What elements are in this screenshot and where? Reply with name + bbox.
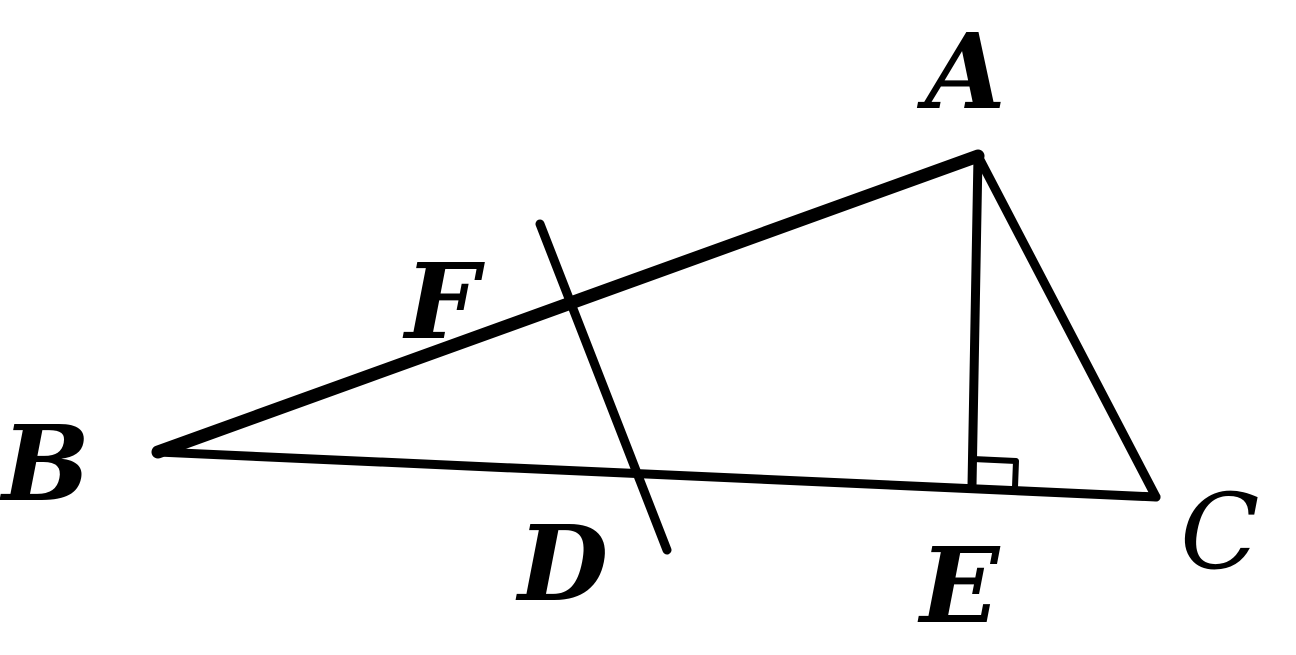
label-e: E bbox=[917, 524, 1001, 647]
segment-bc bbox=[153, 447, 1161, 502]
label-b: B bbox=[0, 402, 90, 525]
label-a: A bbox=[916, 10, 1006, 133]
label-f: F bbox=[402, 240, 485, 363]
line-fd bbox=[535, 219, 672, 555]
right-angle-marker bbox=[970, 456, 1019, 490]
label-c: C bbox=[1180, 471, 1260, 593]
label-d: D bbox=[515, 502, 608, 625]
altitude-ae bbox=[967, 151, 983, 491]
segment-ca bbox=[973, 151, 1161, 502]
